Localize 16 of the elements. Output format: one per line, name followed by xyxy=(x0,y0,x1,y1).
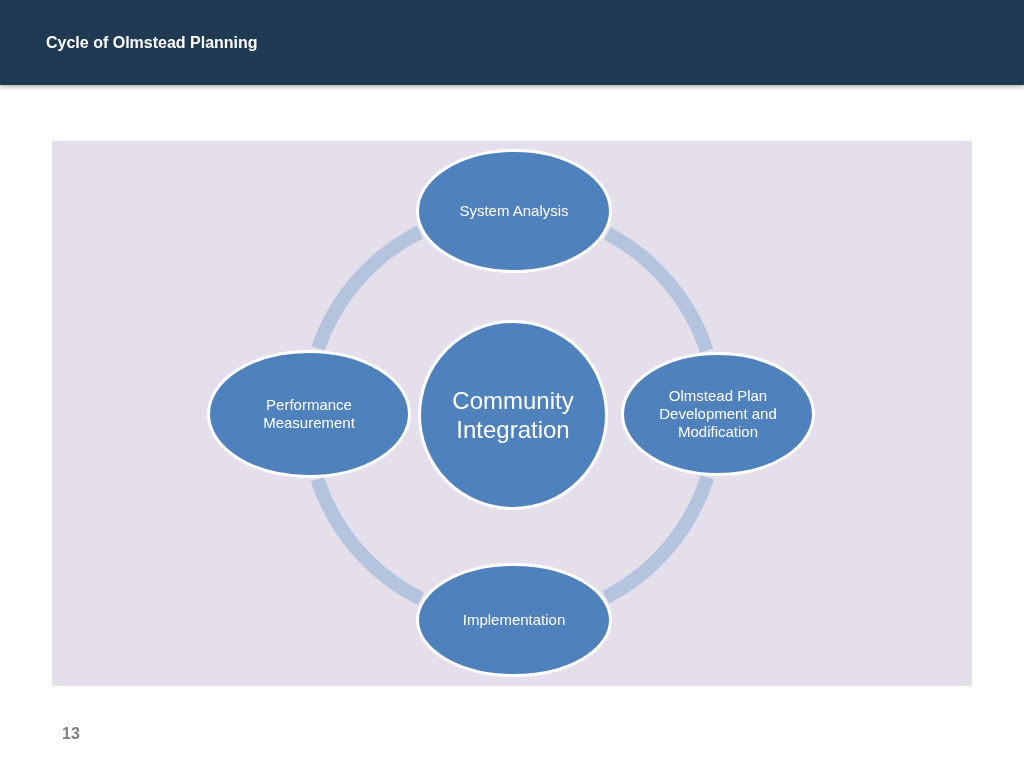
ring-connector xyxy=(603,227,714,354)
slide-title: Cycle of Olmstead Planning xyxy=(46,34,258,52)
node-label: Community Integration xyxy=(451,386,575,444)
node-label: System Analysis xyxy=(459,202,569,220)
page-number: 13 xyxy=(62,725,80,743)
ring-connector xyxy=(310,476,425,605)
stage-ellipse xyxy=(207,350,411,478)
stage-ellipse xyxy=(416,563,612,677)
node-label: Implementation xyxy=(462,611,566,629)
stage-ellipse xyxy=(621,352,815,476)
node-label: Performance Measurement xyxy=(262,396,356,432)
stage-ellipse xyxy=(416,149,612,273)
ring-connector xyxy=(311,225,424,352)
ring-connector xyxy=(602,474,714,604)
center-circle xyxy=(418,320,608,510)
node-label: Olmstead Plan Development and Modification xyxy=(658,387,778,441)
